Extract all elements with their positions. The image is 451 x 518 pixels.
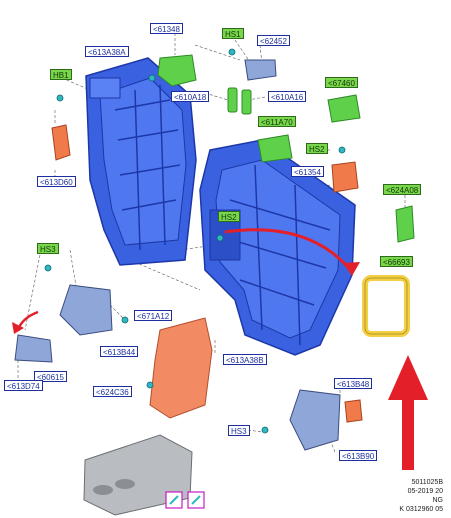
callout-61354[interactable]: <61354	[291, 166, 324, 177]
callout-611a70[interactable]: <611A70	[258, 116, 296, 127]
callout-60615[interactable]: <60615	[34, 371, 67, 382]
callout-hb1[interactable]: HB1	[50, 69, 72, 80]
green-parts	[157, 54, 415, 243]
callout-613a38a[interactable]: <613A38A	[85, 46, 129, 57]
callout-hs2-top[interactable]: HS2	[306, 143, 328, 154]
reference-line-3: NG	[432, 497, 444, 504]
callout-62452[interactable]: <62452	[257, 35, 290, 46]
brackets	[14, 59, 341, 451]
callout-610a18[interactable]: <610A18	[171, 91, 210, 102]
callout-hs1[interactable]: HS1	[222, 28, 244, 39]
callout-613d74[interactable]: <613D74	[4, 380, 43, 391]
reference-line-1: 5011025B	[411, 479, 443, 486]
reference-block: 5011025B 05-2019 20 NG K 0312960 05	[399, 478, 443, 514]
callout-66693[interactable]: <66693	[380, 256, 413, 267]
right-seatback-frame	[199, 139, 356, 356]
center-console	[83, 434, 193, 516]
orange-parts	[51, 124, 363, 423]
callout-610a16[interactable]: <610A16	[268, 91, 307, 102]
callout-624a08[interactable]: <624A08	[383, 184, 422, 195]
callout-613a38b[interactable]: <613A38B	[223, 354, 267, 365]
magnifier-icons	[165, 491, 205, 509]
callout-613d60[interactable]: <613D60	[37, 176, 76, 187]
callout-613b44[interactable]: <613B44	[100, 346, 139, 357]
yellow-trim-frame	[362, 275, 410, 337]
callout-613b48[interactable]: <613B48	[334, 378, 373, 389]
reference-line-2: 05-2019 20	[407, 488, 443, 495]
callout-67460[interactable]: <67460	[325, 77, 358, 88]
fasteners	[44, 48, 346, 434]
red-arrows	[12, 228, 428, 470]
callout-613b90[interactable]: <613B90	[339, 450, 378, 461]
reference-line-4: K 0312960 05	[399, 506, 443, 513]
left-seatback-frame	[85, 57, 197, 266]
callout-hs2-mid[interactable]: HS2	[218, 211, 240, 222]
callout-61348[interactable]: <61348	[150, 23, 183, 34]
callout-624c36[interactable]: <624C36	[93, 386, 132, 397]
callout-671a12[interactable]: <671A12	[134, 310, 173, 321]
callout-hs3-bottom[interactable]: HS3	[228, 425, 250, 436]
callout-hs3-left[interactable]: HS3	[37, 243, 59, 254]
